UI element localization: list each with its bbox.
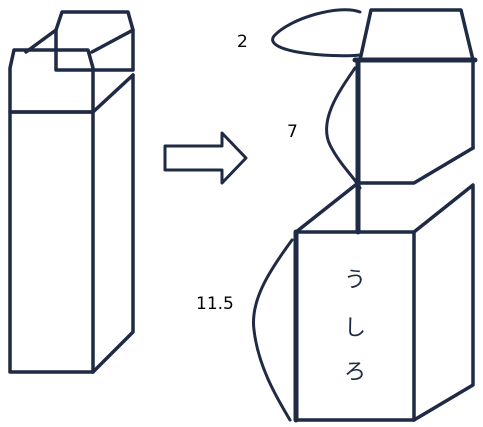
dimension-label-middle: 7: [287, 122, 298, 142]
open-box: [293, 8, 478, 423]
closed-box-side-face: [91, 73, 135, 374]
back-label-char-2: し: [343, 316, 366, 341]
closed-box-front-lid: [8, 48, 95, 114]
closed-box-front-face: [8, 110, 95, 374]
back-label-char-1: う: [343, 268, 366, 293]
dimension-curve-top: [271, 8, 362, 58]
dimension-curve-middle: [325, 66, 362, 190]
back-label-char-3: ろ: [343, 360, 366, 385]
arrow-right-icon: [163, 131, 248, 185]
dimension-label-top: 2: [237, 32, 248, 52]
dimension-label-bottom: 11.5: [196, 294, 234, 314]
open-box-top-lid: [358, 8, 475, 62]
dimension-curve-bottom: [251, 238, 294, 422]
closed-box-back-lid: [54, 10, 135, 72]
closed-box: [8, 10, 135, 374]
